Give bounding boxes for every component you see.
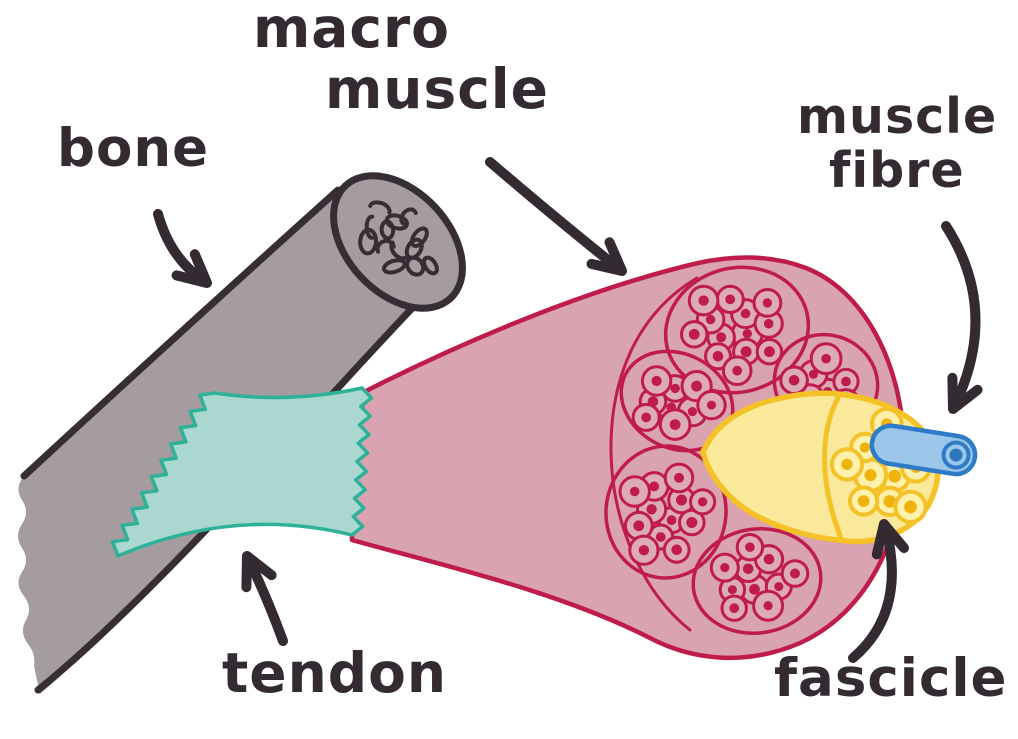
macro-muscle-label-line2: muscle [325, 56, 549, 121]
muscle-fibre-core-dot [949, 448, 963, 462]
muscle-fibre-label-line2: fibre [829, 141, 965, 199]
bone-cross-section [330, 172, 466, 312]
muscle-face-contour [609, 276, 699, 632]
bone-arrow [153, 209, 212, 288]
fascicle-bundle [663, 265, 811, 395]
fascicle-label: fascicle [774, 648, 1008, 709]
macro-muscle-label-line1: macro [253, 0, 450, 60]
muscle-fibre-label: muscle fibre [797, 90, 997, 198]
bone-top-edge [20, 186, 342, 480]
fascicle-bundle [691, 526, 823, 636]
annotation-arrows [153, 157, 983, 663]
muscle-fibre-label-line1: muscle [797, 88, 998, 145]
muscle-fibre-illustration [869, 423, 978, 477]
macro-muscle-label: macro muscle [253, 0, 549, 119]
tendon-arrow [241, 551, 288, 646]
fascicle-arrow [848, 519, 909, 663]
tendon-label: tendon [222, 641, 448, 705]
fascicle-face-divider [822, 395, 844, 541]
tendon-shape [110, 386, 374, 558]
fascicle-bundle [604, 444, 728, 580]
bone-texture-holes [358, 200, 439, 277]
fascicle-bundle [619, 349, 735, 453]
tendon-illustration [110, 386, 374, 558]
macro-muscle-arrow [485, 157, 627, 276]
muscle-fibre-arrow [941, 221, 983, 414]
bone-label: bone [57, 118, 210, 179]
